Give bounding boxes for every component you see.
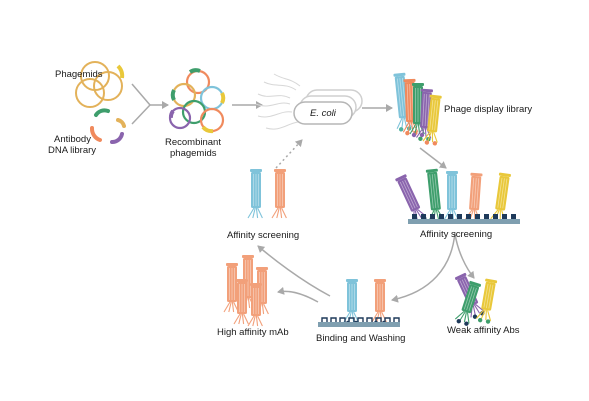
arrow-to-left-screening	[257, 245, 331, 297]
label-weak-affinity: Weak affinity Abs	[447, 325, 520, 336]
weak-phage-icon	[454, 280, 482, 326]
label-recombinant-2: phagemids	[170, 148, 217, 159]
antigen-icon	[475, 214, 480, 219]
antigen-icon	[511, 214, 516, 219]
antigen-icon	[430, 214, 435, 219]
binding-plate	[318, 322, 400, 327]
label-binding-washing: Binding and Washing	[316, 333, 406, 344]
high-affinity-phages	[223, 255, 269, 327]
dna-fragments	[90, 108, 126, 144]
high-affinity-phage-icon	[223, 263, 239, 313]
label-antibody-1: Antibody	[54, 134, 91, 145]
arrow-to-binding	[391, 231, 456, 303]
antigen-icon	[502, 214, 507, 219]
label-affinity-screening-right: Affinity screening	[420, 229, 493, 240]
antigen-icon	[412, 214, 417, 219]
high-affinity-phage-icon	[247, 283, 263, 327]
screening-left-phage-icon	[247, 169, 263, 219]
dotted-arrow-to-ecoli	[275, 139, 303, 169]
recombinant-phagemids	[168, 68, 226, 134]
label-ecoli: E. coli	[310, 108, 336, 119]
antigen-icon	[448, 214, 453, 219]
high-affinity-phage-icon	[233, 279, 249, 325]
ecoli-cells	[255, 73, 363, 130]
screening-phage-icon	[425, 168, 444, 224]
antigen-icon	[466, 214, 471, 219]
antigen-icon	[393, 317, 400, 322]
antigen-icon	[493, 214, 498, 219]
weak-affinity-phages	[454, 272, 498, 326]
label-antibody-2: DNA library	[48, 145, 97, 156]
screening-left-phage-icon	[271, 169, 287, 219]
arrow-to-screening	[419, 147, 447, 169]
antigen-icon	[357, 317, 364, 322]
arrow-to-high-affinity	[277, 286, 319, 303]
affinity-screening-right	[395, 168, 516, 224]
antigen-icon	[321, 317, 328, 322]
merge-arrow	[131, 83, 169, 125]
antigen-icon	[339, 317, 346, 322]
label-phagemids: Phagemids	[55, 69, 103, 80]
antigen-icon	[439, 214, 444, 219]
arrow-to-weak	[454, 233, 475, 279]
label-recombinant-1: Recombinant	[165, 137, 221, 148]
phage-library-cluster	[393, 72, 442, 146]
affinity-screening-left	[247, 169, 287, 219]
weak-phage-icon	[475, 278, 498, 324]
label-phage-library: Phage display library	[444, 104, 533, 115]
screening-plate-right	[408, 219, 520, 224]
label-high-affinity: High affinity mAb	[217, 327, 289, 338]
antigen-icon	[330, 317, 337, 322]
antigen-icon	[366, 317, 373, 322]
library-phage-icon	[422, 94, 442, 146]
antigen-icon	[384, 317, 391, 322]
label-affinity-screening-left: Affinity screening	[227, 230, 300, 241]
antigen-icon	[421, 214, 426, 219]
phagemids-rings	[75, 61, 125, 108]
antigen-icon	[484, 214, 489, 219]
antigen-icon	[457, 214, 462, 219]
antigen-icon	[348, 317, 355, 322]
binding-washing-phages	[321, 279, 400, 326]
antigen-icon	[375, 317, 382, 322]
